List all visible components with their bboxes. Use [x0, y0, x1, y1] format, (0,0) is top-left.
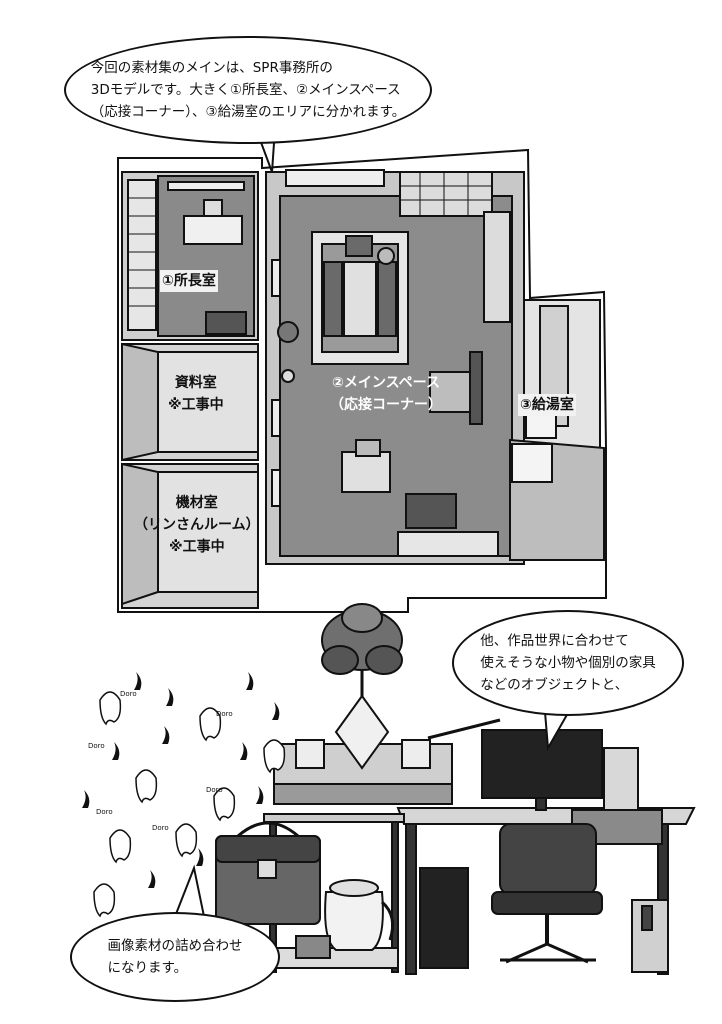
- satchel-bag: [215, 821, 321, 925]
- bubble-line: （応接コーナー）、③給湯室のエリアに分かれます。: [90, 104, 406, 120]
- equipment-room: [121, 462, 259, 609]
- ghost-caption: Doro: [152, 824, 169, 832]
- president-office: [121, 171, 259, 341]
- ghost-caption: Doro: [88, 742, 105, 750]
- ghost-caption: Doro: [216, 710, 233, 718]
- speech-bubble-top: 今回の素材集のメインは、SPR事務所の 3Dモデルです。大きく①所長室、②メイン…: [64, 36, 432, 144]
- bubble-line: 画像素材の詰め合わせ: [107, 938, 243, 954]
- potted-tree: [321, 603, 403, 720]
- kitchenette: [509, 299, 605, 561]
- room-label-line: ※工事中: [168, 539, 225, 555]
- room-label-main-space: ②メインスペース （応接コーナー）: [330, 372, 442, 416]
- room-label-line: 機材室: [175, 495, 218, 511]
- room-label-equipment: 機材室 （リンさんルーム） ※工事中: [134, 492, 260, 558]
- speech-bubble-right: 他、作品世界に合わせて 使えそうな小物や個別の家具 などのオブジェクトと、: [452, 610, 684, 716]
- shrine-shelf: [273, 694, 453, 805]
- room-label-line: （応接コーナー）: [330, 397, 442, 413]
- room-label-line: ※工事中: [168, 397, 224, 413]
- computer-monitor: [427, 718, 639, 811]
- floor-plan: [117, 148, 607, 613]
- ghost-caption: Doro: [206, 786, 223, 794]
- room-label-line: ②メインスペース: [332, 375, 440, 391]
- kettle: [295, 879, 395, 959]
- room-label-line: （リンさんルーム）: [134, 517, 260, 533]
- bubble-line: 使えそうな小物や個別の家具: [480, 655, 656, 671]
- bubble-line: 今回の素材集のメインは、SPR事務所の: [90, 60, 333, 76]
- ghost-pattern: [82, 672, 286, 918]
- room-label-kitchenette: ③給湯室: [518, 394, 576, 416]
- object-showcase: [215, 603, 696, 975]
- room-label-president-office: ①所長室: [160, 270, 218, 292]
- office-chair: [491, 823, 603, 964]
- main-space: [265, 169, 525, 565]
- archive-room: [121, 342, 259, 462]
- room-label-archive: 資料室 ※工事中: [168, 372, 224, 416]
- bubble-line: などのオブジェクトと、: [480, 677, 629, 693]
- ghost-caption: Doro: [120, 690, 137, 698]
- speech-bubble-bottom: 画像素材の詰め合わせ になります。: [70, 912, 280, 1002]
- bubble-line: 3Dモデルです。大きく①所長室、②メインスペース: [90, 82, 401, 98]
- bubble-line: 他、作品世界に合わせて: [480, 633, 629, 649]
- bubble-line: になります。: [107, 960, 188, 976]
- ghost-caption: Doro: [96, 808, 113, 816]
- room-label-line: 資料室: [174, 375, 217, 391]
- pc-tower: [631, 899, 669, 973]
